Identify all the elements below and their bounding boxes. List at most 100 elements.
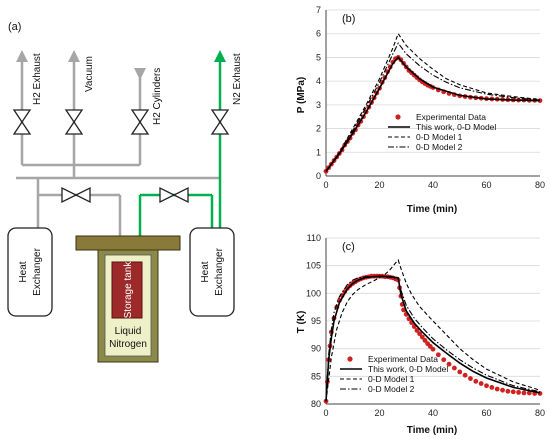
y-tick-label: 90 [311,344,321,354]
h2-exhaust-label: H2 Exhaust [32,53,43,105]
data-point [419,334,425,340]
x-tick-label: 80 [535,408,545,418]
data-point [489,385,495,390]
heat-exchanger-right [189,227,235,317]
temperature-chart-series [323,259,543,404]
bath-label-2: Nitrogen [109,339,147,350]
y-tick-label: 100 [306,288,321,298]
data-point [521,390,527,396]
y-tick-label: 110 [307,233,321,243]
vacuum-label: Vacuum [84,56,95,92]
valve-icon [210,109,230,135]
x-tick-label: 60 [481,408,491,418]
series-line [325,56,541,172]
dewar-lid [75,235,181,251]
data-point [468,376,473,381]
data-point [457,369,463,375]
legend-entry: 0-D Model 1 [368,374,415,384]
experimental-setup-schematic: (a) [7,21,243,363]
x-tick-label: 60 [481,180,491,190]
series-line [325,275,541,402]
temperature-x-axis-label: Time (min) [407,425,457,436]
legend-entry: This work, 0-D Model [368,364,448,374]
data-point [505,388,511,394]
y-tick-label: 80 [311,399,321,409]
series-line [325,42,541,172]
data-point [462,372,468,378]
y-tick-label: 6 [316,29,321,39]
y-tick-label: 2 [316,124,321,134]
legend-marker [395,114,401,120]
data-point [323,398,329,404]
data-point [414,328,420,333]
legend-entry: 0-D Model 2 [368,384,415,394]
data-point [478,381,484,386]
pressure-chart-series [323,32,543,174]
y-tick-label: 95 [311,316,321,326]
valve-icon [61,186,91,204]
legend-entry: Experimental Data [416,112,486,122]
y-tick-label: 1 [316,147,321,157]
y-tick-label: 105 [306,261,321,271]
heat-exchanger-left-label-2: Exchanger [32,247,43,295]
data-point [435,352,441,358]
data-point [500,387,505,393]
heat-exchanger-left-label-1: Heat [18,261,29,282]
data-point [494,386,500,392]
x-tick-label: 40 [428,180,438,190]
valve-icon [12,109,32,135]
y-tick-label: 4 [316,76,321,86]
valve-icon [130,109,150,135]
heat-exchanger-right-label-1: Heat [200,261,211,282]
y-tick-label: 3 [316,100,321,110]
series-line [325,32,541,172]
data-point [510,389,516,395]
storage-tank [111,261,143,319]
x-tick-label: 20 [374,408,384,418]
h2-exhaust-arrow-icon [16,50,28,62]
y-tick-label: 0 [316,171,321,181]
legend-entry: This work, 0-D Model [416,122,496,132]
legend-entry: 0-D Model 2 [416,142,463,152]
pressure-y-axis-label: P (MPa) [296,77,307,114]
valve-icon [64,109,84,135]
series-line [325,276,541,402]
legend-marker [347,356,353,362]
vacuum-arrow-icon [68,50,80,62]
panel-label-a: (a) [8,21,21,33]
bath-label-1: Liquid [115,326,142,337]
data-point [417,331,423,337]
n2-exhaust-arrow-icon [214,50,226,62]
h2-cylinders-arrow-icon [134,68,146,80]
x-tick-label: 0 [323,180,328,190]
y-tick-label: 7 [316,5,321,15]
data-point [422,337,428,343]
legend-entry: Experimental Data [368,354,438,364]
data-point [452,365,457,371]
h2-cylinders-label: H2 Cylinders [152,68,163,125]
series-line [325,259,541,402]
heat-exchanger-left [7,227,53,317]
valves [12,109,230,204]
data-point [516,389,521,395]
storage-tank-label: Storage tank [123,261,134,319]
data-point [446,361,452,367]
data-point [441,357,447,363]
legend-entry: 0-D Model 1 [416,132,463,142]
data-point [473,378,479,384]
valve-icon [159,186,189,204]
x-tick-label: 20 [374,180,384,190]
data-point [484,383,489,389]
heat-exchanger-right-label-2: Exchanger [214,247,225,295]
data-point [430,346,436,352]
pressure-x-axis-label: Time (min) [407,204,457,215]
y-tick-label: 85 [311,371,321,381]
x-tick-label: 80 [535,180,545,190]
vent-arrows [16,50,226,80]
